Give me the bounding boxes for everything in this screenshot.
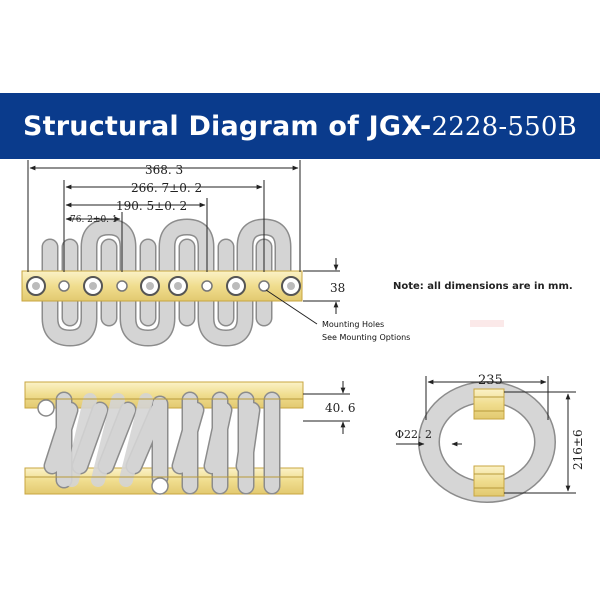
title-prefix: Structural Diagram of JGX- <box>23 110 432 142</box>
dimension-label-266: 266. 7±0. 2 <box>131 181 202 195</box>
mounting-hole-small <box>58 280 70 292</box>
end-view-bottom-block <box>473 465 505 497</box>
mounting-hole <box>226 276 246 296</box>
mounting-holes <box>26 276 301 296</box>
dimension-label-235: 235 <box>478 373 503 388</box>
dimension-label-38: 38 <box>330 281 345 295</box>
dimension-label-190: 190. 5±0. 2 <box>116 199 187 213</box>
mounting-hole-small <box>116 280 128 292</box>
end-view-top-block <box>473 388 505 420</box>
mounting-hole <box>281 276 301 296</box>
end-view: 235 216±6 Φ22. 2 <box>395 373 585 503</box>
dimension-side-height <box>303 381 350 434</box>
mounting-hole <box>168 276 188 296</box>
units-note: Note: all dimensions are in mm. <box>393 281 573 292</box>
faint-mark <box>470 320 504 327</box>
dimension-end-width <box>425 376 549 420</box>
dimension-label-368: 368. 3 <box>145 163 183 177</box>
dimension-label-40-6: 40. 6 <box>325 401 356 415</box>
mounting-hole <box>26 276 46 296</box>
side-view-rod-ends <box>37 399 169 495</box>
dimension-overall-length <box>27 160 301 272</box>
title-model-number: 2228-550B <box>431 111 577 142</box>
dimension-76 <box>65 212 123 272</box>
callout-see-options: See Mounting Options <box>322 333 410 342</box>
dimension-label-phi22: Φ22. 2 <box>395 428 432 441</box>
side-view-plate-lines <box>25 398 303 478</box>
top-view: 368. 3 266. 7±0. 2 190. 5±0. 2 76. 2±0. … <box>21 160 410 347</box>
top-whitespace <box>0 0 600 90</box>
page-title: Structural Diagram of JGX-2228-550B <box>23 111 577 142</box>
mounting-hole <box>83 276 103 296</box>
callout-mounting-holes: Mounting Holes <box>322 320 384 329</box>
dimension-label-216: 216±6 <box>571 429 585 470</box>
dimension-190 <box>65 198 208 272</box>
side-view-coil <box>43 391 281 495</box>
mounting-hole <box>140 276 160 296</box>
mounting-hole-small <box>258 280 270 292</box>
dimension-end-height <box>504 391 576 494</box>
dimension-label-76: 76. 2±0. 1 <box>70 215 118 225</box>
title-banner: Structural Diagram of JGX-2228-550B <box>0 93 600 159</box>
top-view-plate <box>21 270 303 302</box>
dimension-266 <box>63 180 265 272</box>
callout-leader <box>265 289 318 325</box>
side-view: 40. 6 <box>24 381 356 495</box>
dimension-plate-height <box>303 258 340 314</box>
mounting-hole-small <box>201 280 213 292</box>
